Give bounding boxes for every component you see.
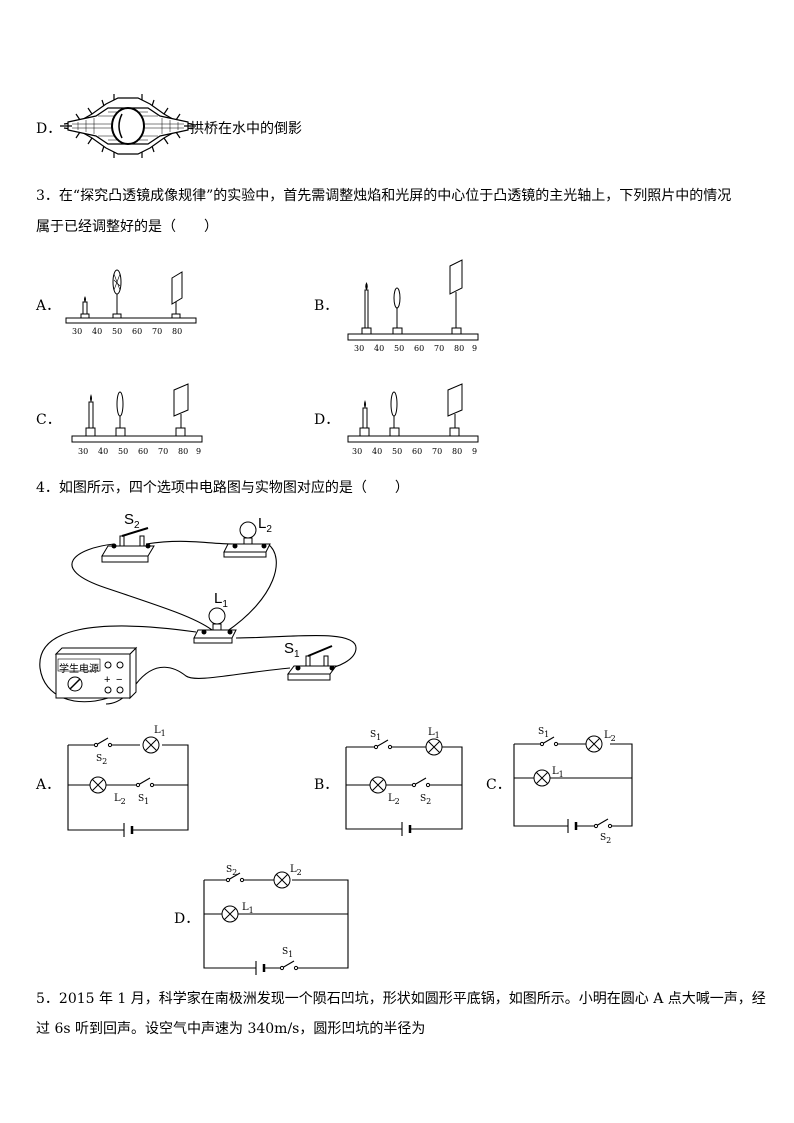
svg-text:70: 70 [434,344,444,353]
svg-text:S1: S1 [282,947,293,959]
q3-option-c-label: C． [36,412,61,428]
svg-text:60: 60 [138,447,148,456]
svg-text:80: 80 [178,447,188,456]
svg-text:80: 80 [172,327,182,336]
svg-text:S2: S2 [226,865,237,877]
q4-circuit-a: L1 S2 L2 S1 [67,725,189,837]
svg-text:L2: L2 [388,793,400,806]
svg-text:40: 40 [92,327,102,336]
svg-text:70: 70 [152,327,162,336]
q3-stem-line2: 属于已经调整好的是（ ） [36,219,218,235]
q3-photo-b: 30 40 50 60 70 80 9 [347,259,479,353]
svg-text:S2: S2 [420,794,431,806]
q4-real-circuit-figure [39,521,357,705]
svg-text:40: 40 [98,447,108,456]
q4-real-s1-label: S1 [284,640,300,660]
q5-stem-line1: 5．2015 年 1 月，科学家在南极洲发现一个陨石凹坑，形状如圆形平底锅，如图… [36,991,766,1007]
svg-text:S1: S1 [538,727,549,739]
svg-text:30: 30 [352,447,362,456]
svg-text:40: 40 [374,344,384,353]
svg-text:L2: L2 [604,730,616,743]
svg-text:50: 50 [112,327,122,336]
q3-photo-a: 30 40 50 60 70 80 [65,269,197,336]
svg-text:S1: S1 [138,794,149,806]
svg-text:50: 50 [392,447,402,456]
svg-text:S2: S2 [96,754,107,766]
svg-text:30: 30 [72,327,82,336]
q4-real-s2-label: S2 [124,511,140,531]
q2-option-d-caption: 拱桥在水中的倒影 [190,121,302,137]
q4-real-l1-label: L1 [214,590,228,610]
svg-text:L1: L1 [154,725,166,738]
q3-stem-line1: 3．在“探究凸透镜成像规律”的实验中，首先需调整烛焰和光屏的中心位于凸透镜的主光… [36,188,732,204]
q4-power-supply-label: 学生电源 [59,664,99,675]
svg-text:60: 60 [412,447,422,456]
q4-circuit-c: L2 S1 L1 S2 [513,727,633,845]
q4-option-c-label: C． [486,777,511,793]
q2-option-d-letter: D． [36,121,62,137]
q4-power-minus: − [116,674,123,686]
svg-text:S1: S1 [370,730,381,742]
q4-option-b-label: B． [314,777,339,793]
svg-text:30: 30 [78,447,88,456]
arch-bridge-reflection-figure [60,94,196,158]
svg-text:L1: L1 [242,902,254,915]
svg-text:L2: L2 [290,864,302,877]
svg-text:70: 70 [158,447,168,456]
svg-text:50: 50 [118,447,128,456]
q4-circuit-b: L1 S1 L2 S2 [345,727,463,836]
q4-option-d-label: D． [174,911,200,927]
svg-text:L1: L1 [428,727,440,740]
q4-option-a-label: A． [36,777,61,793]
q4-power-plus: + [104,674,111,686]
q3-option-b-label: B． [314,298,339,314]
svg-text:60: 60 [414,344,424,353]
q4-stem: 4．如图所示，四个选项中电路图与实物图对应的是（ ） [36,480,409,496]
svg-text:S2: S2 [600,833,611,845]
q4-real-l2-label: L2 [258,515,272,535]
svg-text:L2: L2 [114,793,126,806]
svg-text:9: 9 [472,447,477,456]
svg-text:70: 70 [432,447,442,456]
q3-photo-c: 30 40 50 60 70 80 9 [71,383,203,456]
svg-text:9: 9 [472,344,477,353]
svg-text:80: 80 [454,344,464,353]
svg-text:50: 50 [394,344,404,353]
svg-text:9: 9 [196,447,201,456]
svg-text:L1: L1 [552,766,564,779]
svg-text:60: 60 [132,327,142,336]
q3-option-a-label: A． [36,298,61,314]
q4-circuit-d: L2 S2 L1 S1 [203,864,349,975]
q3-option-d-label: D． [314,412,340,428]
svg-text:30: 30 [354,344,364,353]
q5-stem-line2: 过 6s 听到回声。设空气中声速为 340m/s，圆形凹坑的半径为 [36,1021,426,1037]
q3-photo-d: 30 40 50 60 70 80 9 [347,383,479,456]
svg-text:40: 40 [372,447,382,456]
svg-text:80: 80 [452,447,462,456]
